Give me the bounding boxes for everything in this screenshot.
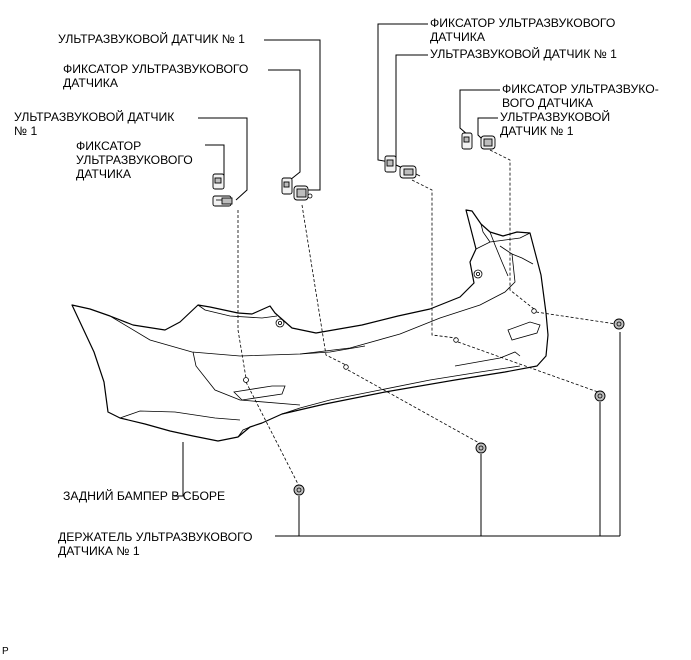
rear-bumper-assembly <box>71 209 549 442</box>
label-sensor-1-top: УЛЬТРАЗВУКОВОЙ ДАТЧИК № 1 <box>58 32 245 46</box>
label-sensor-1-far-right: УЛЬТРАЗВУКОВОЙ ДАТЧИК № 1 <box>500 110 611 138</box>
corner-mark: P <box>2 646 9 657</box>
sensor-far-right <box>480 135 496 150</box>
label-retainer-left: ФИКСАТОР УЛЬТРАЗВУКОВОГО ДАТЧИКА <box>76 139 193 181</box>
retainer-far-right <box>461 132 473 150</box>
sensor-left <box>212 195 233 207</box>
label-rear-bumper: ЗАДНИЙ БАМПЕР В СБОРЕ <box>63 489 226 503</box>
label-retainer-far-right: ФИКСАТОР УЛЬТРАЗВУКО- ВОГО ДАТЧИКА <box>502 82 659 110</box>
label-sensor-1-left: УЛЬТРАЗВУКОВОЙ ДАТЧИК № 1 <box>14 110 175 138</box>
sensor-parts <box>212 132 625 496</box>
retainer-left <box>212 173 225 190</box>
holder-3 <box>594 390 606 402</box>
retainer-mid-left <box>281 177 293 195</box>
sensor-mid-left <box>293 185 313 201</box>
retainer-top-right <box>384 155 397 173</box>
label-sensor-1-top-right: УЛЬТРАЗВУКОВОЙ ДАТЧИК № 1 <box>430 47 617 61</box>
alignment-lines <box>237 149 617 487</box>
label-retainer-top-right: ФИКСАТОР УЛЬТРАЗВУКОВОГО ДАТЧИКА <box>430 16 616 44</box>
holder-2 <box>475 442 487 454</box>
label-retainer-mid-left: ФИКСАТОР УЛЬТРАЗВУКОВОГО ДАТЧИКА <box>63 62 249 90</box>
holder-1 <box>293 484 305 496</box>
label-sensor-holder: ДЕРЖАТЕЛЬ УЛЬТРАЗВУКОВОГО ДАТЧИКА № 1 <box>58 530 253 558</box>
sensor-top-right <box>399 165 421 179</box>
holder-4 <box>613 318 625 330</box>
